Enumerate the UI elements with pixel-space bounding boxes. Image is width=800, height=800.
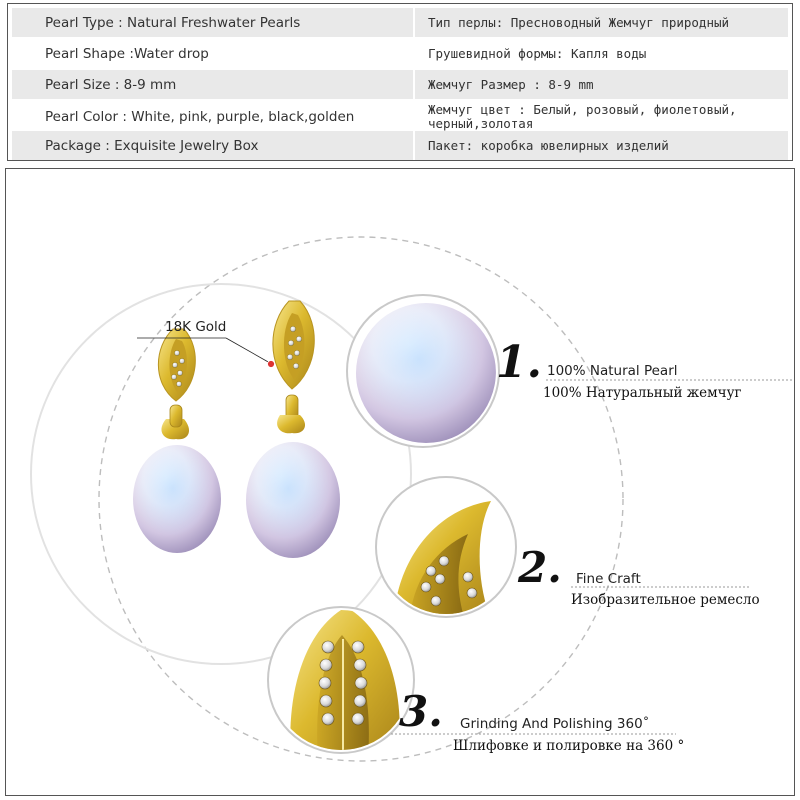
spec-ru-color: Жемчуг цвет : Белый, розовый, фиолетовый… [428,101,737,131]
spec-ru-shape: Грушевидной формы: Капля воды [428,45,647,61]
detail-circle-craft [375,476,517,618]
product-illustration [30,236,794,762]
feature-3-number: 3. [399,687,443,736]
detail-circle-pearl [346,294,500,448]
spec-divider [413,131,415,160]
spec-en-color: Pearl Color : White, pink, purple, black… [45,108,355,125]
feature-3-en: Grinding And Polishing 360˚ [460,716,650,732]
feature-3-ru: Шлифовке и полировке на 360 ° [453,738,685,754]
spec-ru-size: Жемчуг Размер : 8-9 mm [428,76,594,92]
spec-divider [413,70,415,99]
gold-label: 18K Gold [165,319,227,335]
spec-row-type: Pearl Type : Natural Freshwater Pearls Т… [12,8,788,37]
spec-ru-type: Тип перлы: Пресноводный Жемчуг природный [428,14,730,30]
spec-row-shape: Pearl Shape :Water drop Грушевидной форм… [12,39,788,68]
gold-pointer-dot [267,360,275,368]
feature-2-en: Fine Craft [576,571,641,587]
feature-1-en: 100% Natural Pearl [547,363,678,379]
spec-row-package: Package : Exquisite Jewelry Box Пакет: к… [12,131,788,160]
product-panel: 18K Gold 1. 100% Natural Pearl 100% Нату… [5,168,795,796]
earring-right [246,300,340,558]
spec-en-size: Pearl Size : 8-9 mm [45,76,177,93]
spec-row-size: Pearl Size : 8-9 mm Жемчуг Размер : 8-9 … [12,70,788,99]
feature-1-ru: 100% Натуральный жемчуг [543,385,742,401]
dashed-ring [98,236,624,762]
spec-table: Pearl Type : Natural Freshwater Pearls Т… [7,3,793,161]
spec-en-shape: Pearl Shape :Water drop [45,45,209,62]
feature-1-number: 1. [496,337,542,388]
spec-en-package: Package : Exquisite Jewelry Box [45,137,259,154]
spec-divider [413,8,415,37]
spec-row-color: Pearl Color : White, pink, purple, black… [12,101,788,132]
spec-ru-package: Пакет: коробка ювелирных изделий [428,137,669,153]
feature-2-ru: Изобразительное ремесло [571,592,760,608]
feature-2-number: 2. [518,543,562,592]
soft-ring [30,283,412,665]
earring-left [133,328,221,553]
spec-en-type: Pearl Type : Natural Freshwater Pearls [45,14,301,31]
detail-circle-polish [267,606,415,754]
